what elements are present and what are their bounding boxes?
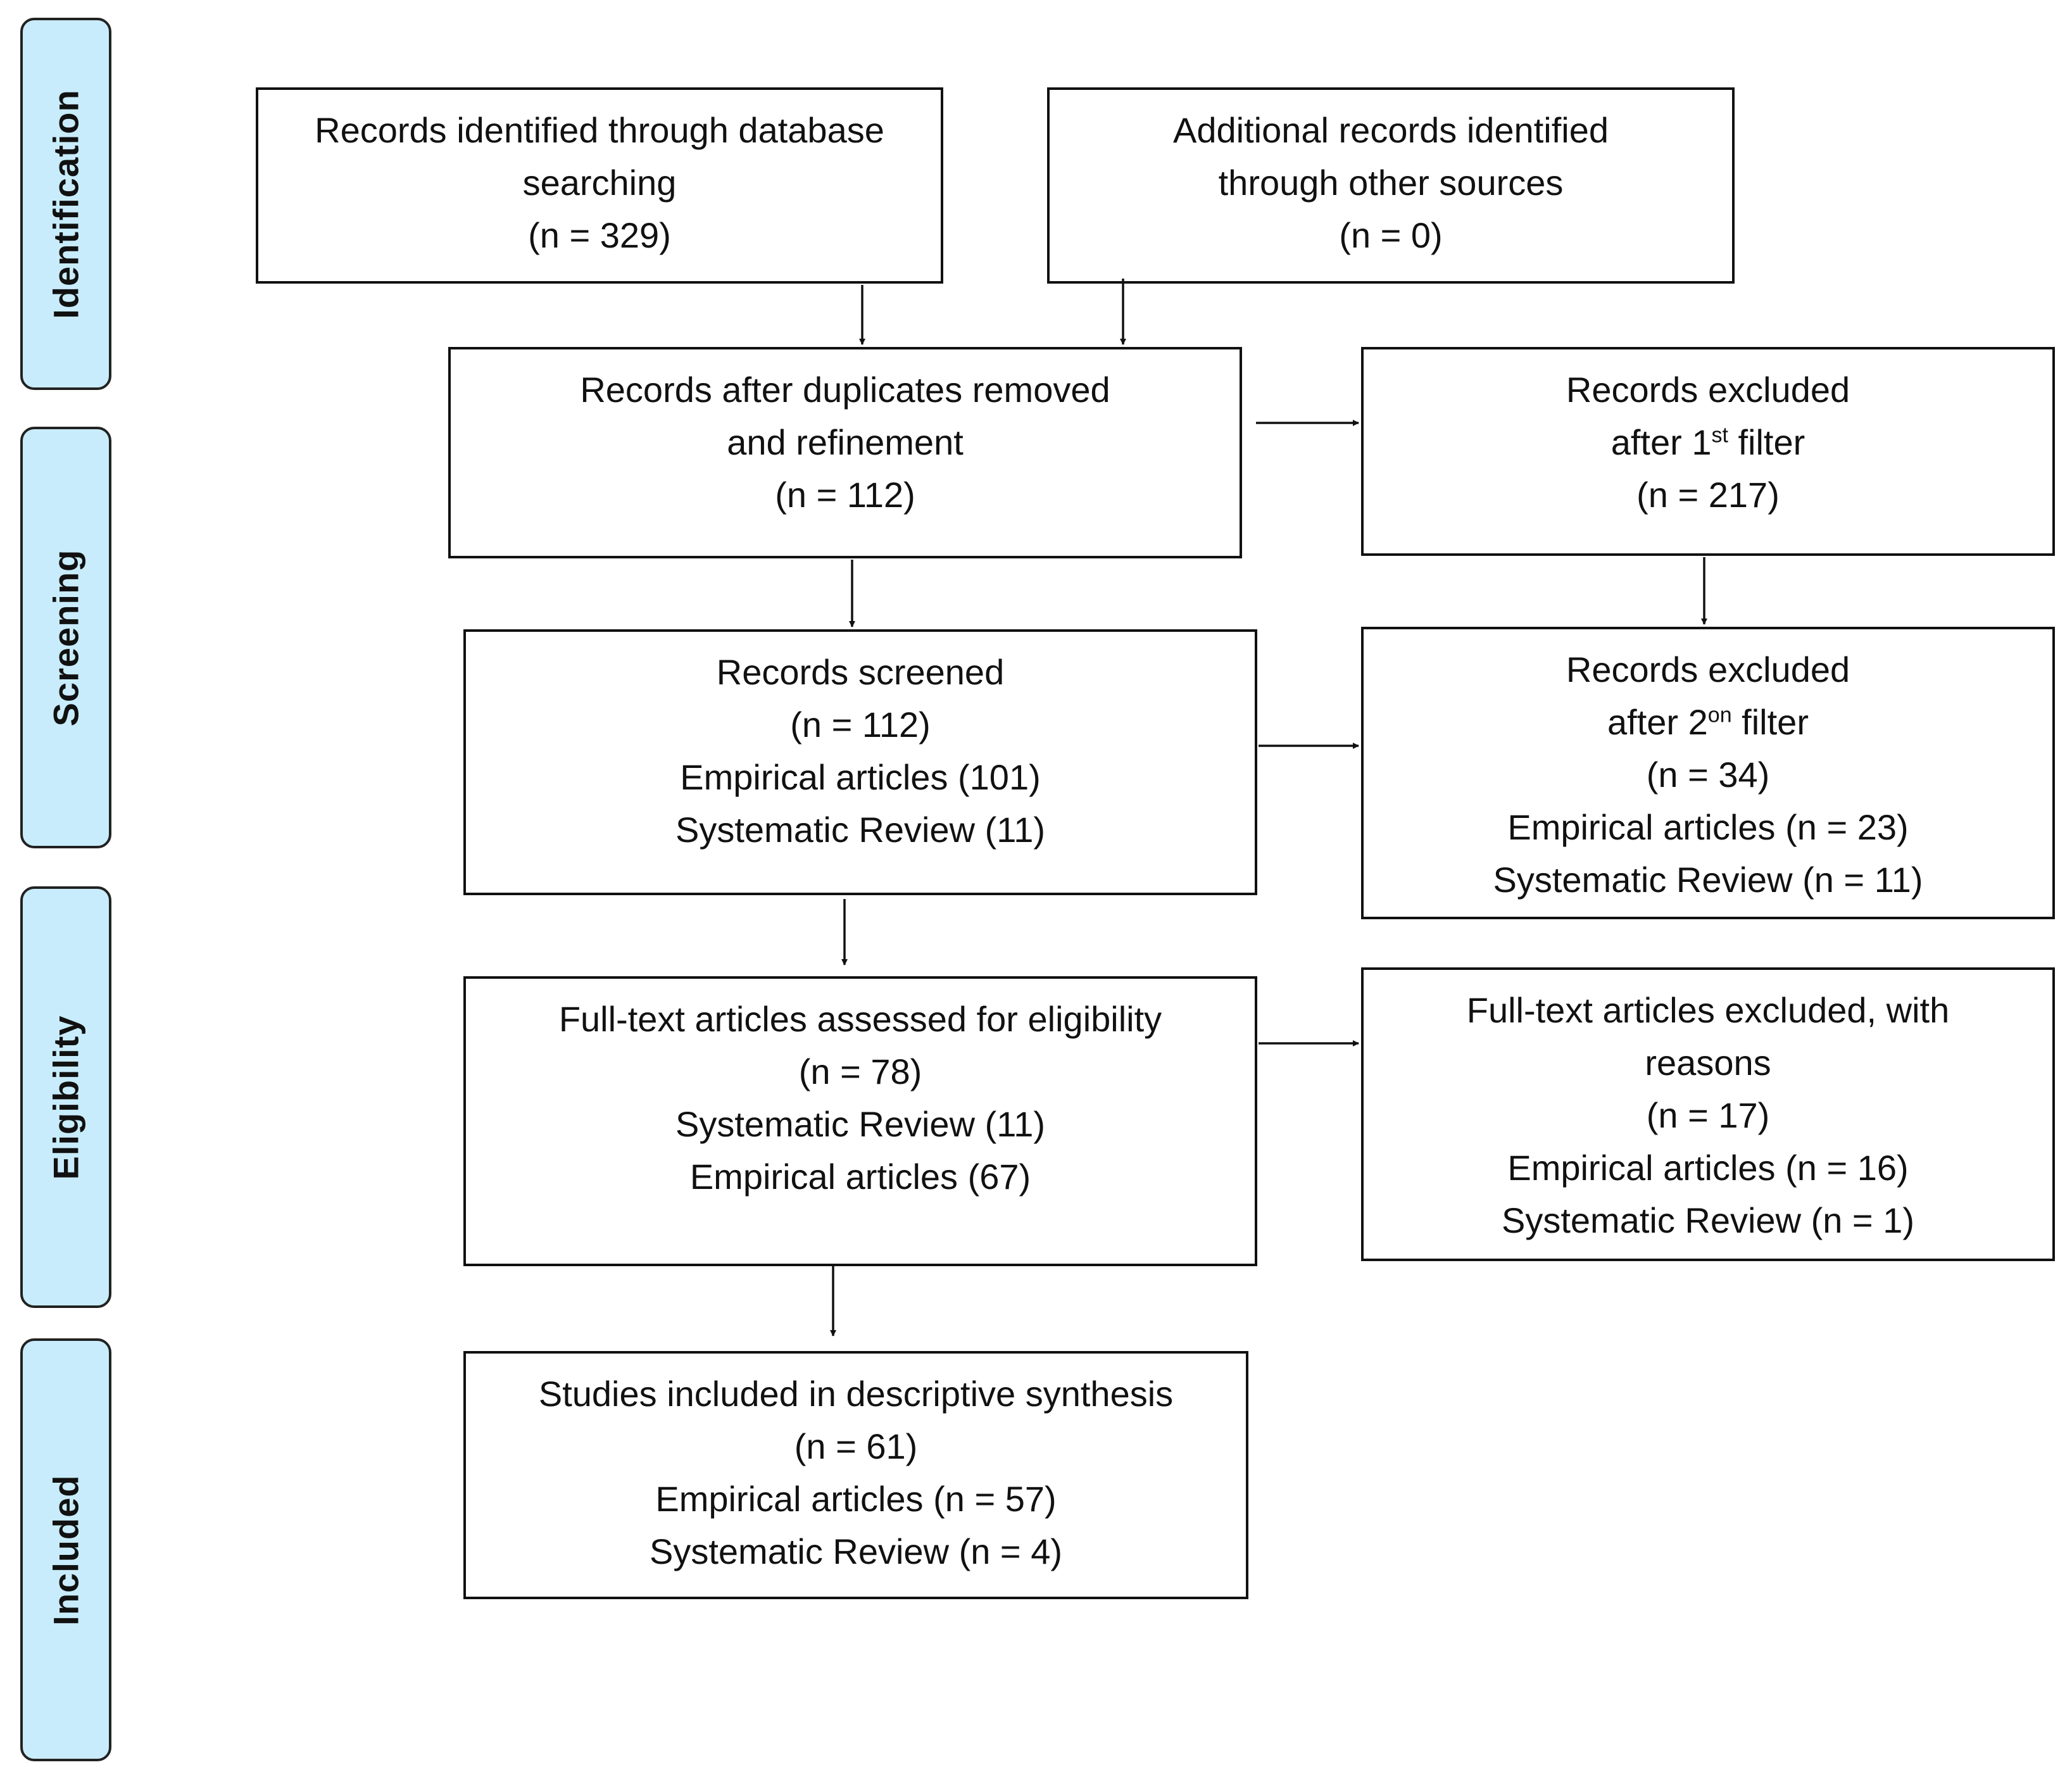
box-included-line3: Empirical articles (n = 57) bbox=[655, 1479, 1057, 1519]
phase-identification: Identification bbox=[20, 18, 111, 390]
box-database-search-line1: Records identified through database bbox=[315, 110, 884, 150]
box-fulltext-excluded: Full-text articles excluded, with reason… bbox=[1361, 967, 2055, 1261]
phase-included: Included bbox=[20, 1338, 111, 1761]
box-excluded-second-line2: after 2on filter bbox=[1607, 702, 1809, 742]
box-records-screened: Records screened (n = 112) Empirical art… bbox=[463, 629, 1257, 895]
box-excluded-second-filter: Records excluded after 2on filter (n = 3… bbox=[1361, 627, 2055, 919]
box-screened-count: (n = 112) bbox=[790, 705, 931, 745]
box-excluded-second-line5: Systematic Review (n = 11) bbox=[1493, 860, 1923, 900]
box-after-duplicates-line2: and refinement bbox=[727, 422, 964, 462]
box-fulltext-assessed: Full-text articles assessed for eligibil… bbox=[463, 976, 1257, 1266]
box-excluded-second-count: (n = 34) bbox=[1646, 755, 1770, 795]
box-database-search-line2: searching bbox=[522, 163, 677, 203]
box-screened-line4: Systematic Review (11) bbox=[675, 810, 1045, 850]
box-included-line4: Systematic Review (n = 4) bbox=[650, 1531, 1062, 1571]
box-excluded-first-count: (n = 217) bbox=[1636, 475, 1780, 515]
box-fulltext-excluded-line2: reasons bbox=[1645, 1043, 1771, 1083]
box-excluded-first-filter: Records excluded after 1st filter (n = 2… bbox=[1361, 347, 2055, 556]
box-screened-line1: Records screened bbox=[716, 652, 1005, 692]
box-after-duplicates-line1: Records after duplicates removed bbox=[580, 370, 1110, 410]
box-fulltext-assessed-line4: Empirical articles (67) bbox=[689, 1157, 1031, 1197]
box-studies-included: Studies included in descriptive synthesi… bbox=[463, 1351, 1248, 1599]
box-database-search-count: (n = 329) bbox=[528, 215, 671, 255]
box-fulltext-excluded-line1: Full-text articles excluded, with bbox=[1466, 990, 1950, 1030]
box-after-duplicates: Records after duplicates removed and ref… bbox=[448, 347, 1242, 558]
box-other-sources-line2: through other sources bbox=[1218, 163, 1564, 203]
box-fulltext-excluded-line4: Empirical articles (n = 16) bbox=[1507, 1148, 1909, 1188]
box-other-sources: Additional records identified through ot… bbox=[1047, 87, 1735, 284]
box-excluded-second-line4: Empirical articles (n = 23) bbox=[1507, 807, 1909, 847]
phase-eligibility: Eligibility bbox=[20, 886, 111, 1308]
box-excluded-second-line1: Records excluded bbox=[1566, 650, 1850, 689]
box-database-search: Records identified through database sear… bbox=[256, 87, 943, 284]
box-fulltext-excluded-line5: Systematic Review (n = 1) bbox=[1502, 1200, 1914, 1240]
box-other-sources-count: (n = 0) bbox=[1339, 215, 1443, 255]
box-excluded-first-line1: Records excluded bbox=[1566, 370, 1850, 410]
box-screened-line3: Empirical articles (101) bbox=[680, 757, 1041, 797]
box-fulltext-assessed-count: (n = 78) bbox=[798, 1052, 922, 1091]
box-fulltext-excluded-count: (n = 17) bbox=[1646, 1095, 1770, 1135]
box-other-sources-line1: Additional records identified bbox=[1173, 110, 1609, 150]
box-fulltext-assessed-line3: Systematic Review (11) bbox=[675, 1104, 1045, 1144]
box-fulltext-assessed-line1: Full-text articles assessed for eligibil… bbox=[558, 999, 1162, 1039]
box-included-count: (n = 61) bbox=[794, 1426, 918, 1466]
box-excluded-first-line2: after 1st filter bbox=[1611, 422, 1805, 462]
box-after-duplicates-count: (n = 112) bbox=[775, 475, 915, 515]
phase-screening: Screening bbox=[20, 427, 111, 848]
box-included-line1: Studies included in descriptive synthesi… bbox=[538, 1374, 1174, 1414]
